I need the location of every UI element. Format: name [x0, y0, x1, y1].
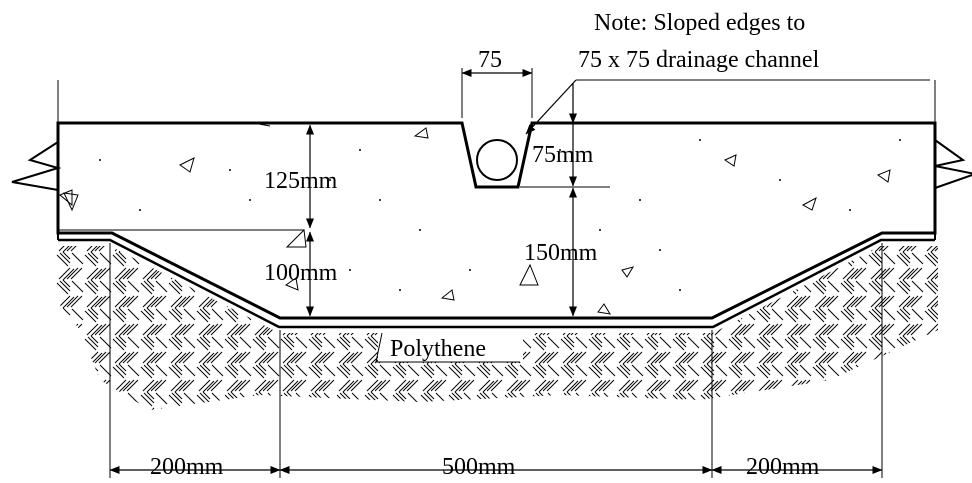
label-base-width: 500mm [442, 454, 516, 480]
label-center-thickness: 150mm [524, 240, 598, 266]
label-polythene: Polythene [390, 336, 486, 362]
note-line-2: 75 x 75 drainage channel [578, 47, 820, 73]
label-left-haunch: 200mm [150, 454, 224, 480]
note-leader [525, 79, 930, 135]
soil-ground [56, 233, 938, 410]
slab-end-lines [57, 80, 936, 123]
concrete-slab [56, 121, 937, 329]
label-haunch-depth: 100mm [264, 260, 338, 286]
label-right-haunch: 200mm [746, 454, 820, 480]
note-line-1: Note: Sloped edges to [594, 10, 805, 36]
dimension-channel-width [461, 68, 533, 118]
label-channel-depth: 75mm [532, 142, 594, 168]
aggregate-marks [59, 123, 891, 315]
dimension-base [109, 243, 883, 478]
drainage-pipe [476, 139, 518, 181]
label-slab-thickness: 125mm [264, 168, 338, 194]
aggregate-dots [99, 139, 901, 291]
polythene-leader [375, 332, 520, 363]
dimension-center-right [520, 83, 610, 317]
break-symbol-right [934, 139, 972, 205]
label-channel-width: 75 [478, 47, 502, 73]
break-symbol-left [11, 141, 62, 205]
